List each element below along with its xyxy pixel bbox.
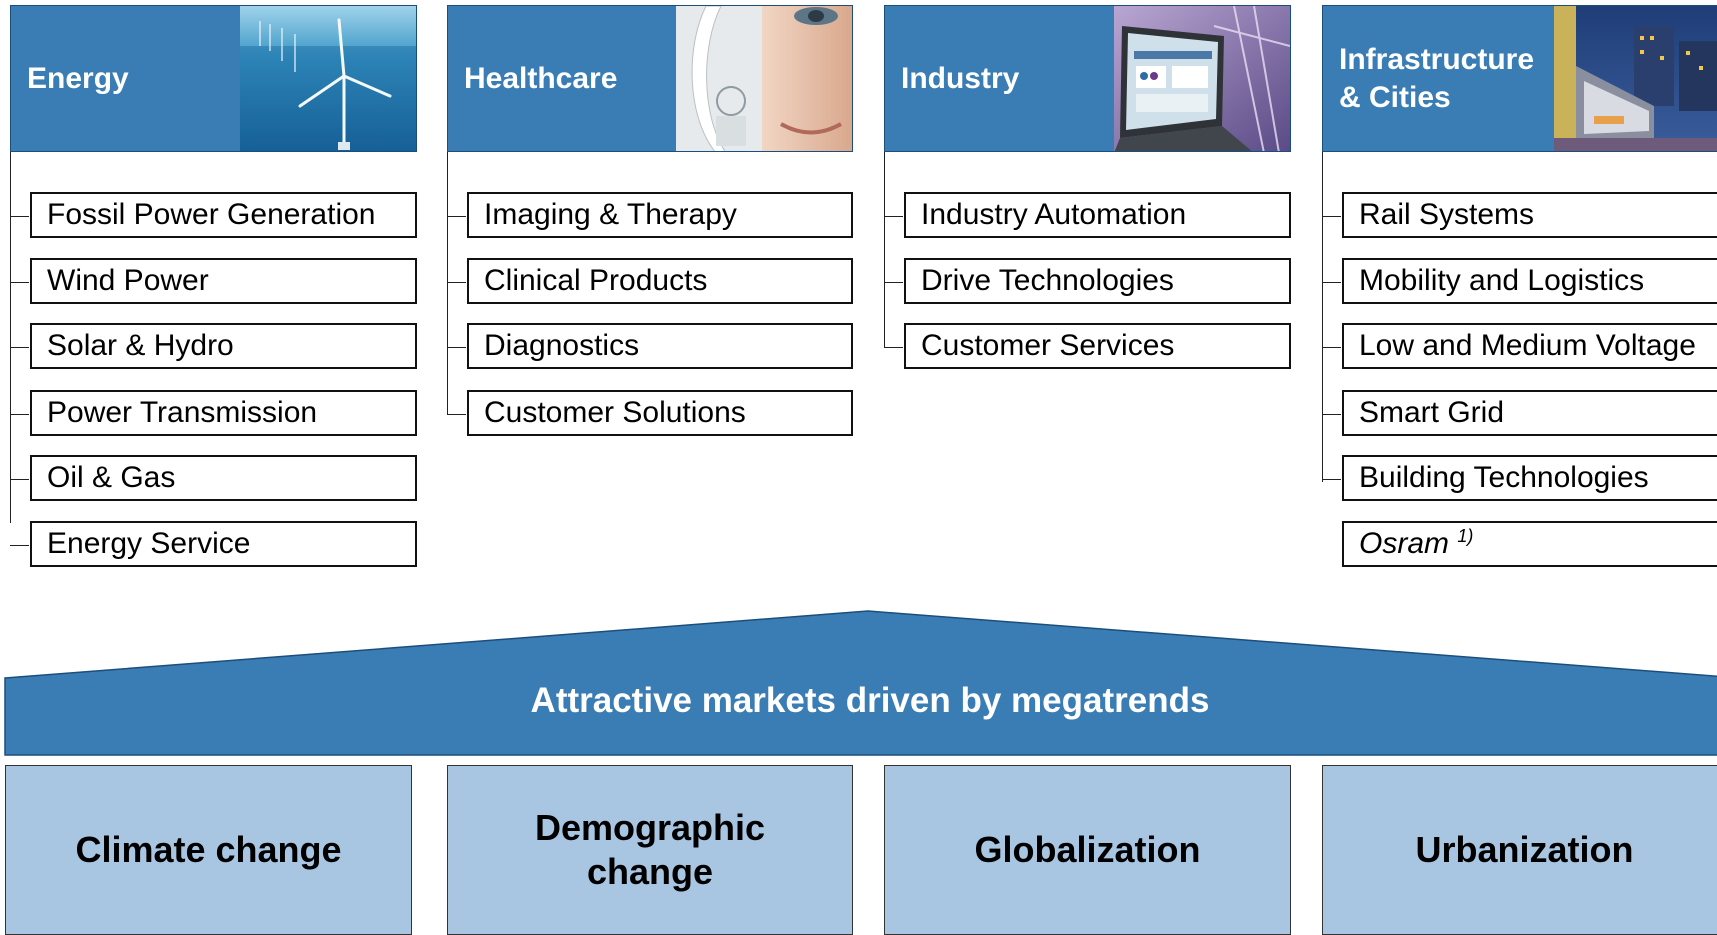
tree-branch [884, 216, 903, 217]
megatrend-label-line-1: Demographic [534, 807, 766, 848]
wind-farm-image [240, 6, 416, 151]
tree-connector [10, 152, 11, 523]
tree-branch [10, 414, 29, 415]
tree-branch [1322, 414, 1341, 415]
business-unit-item: Customer Services [904, 323, 1291, 369]
sector-title: Energy [27, 61, 129, 95]
tree-connector [1322, 152, 1323, 482]
tree-branch [884, 347, 903, 348]
tree-branch [1322, 479, 1341, 480]
sector-title-line-2: & Cities [1339, 80, 1451, 114]
megatrend-label: Urbanization [1415, 828, 1633, 872]
business-unit-item: Low and Medium Voltage [1342, 323, 1717, 369]
roof-label: Attractive markets driven by megatrends [530, 681, 1210, 720]
business-unit-item: Drive Technologies [904, 258, 1291, 304]
tree-branch [447, 216, 466, 217]
tree-connector [447, 152, 448, 415]
business-unit-item: Power Transmission [30, 390, 417, 436]
tree-branch [447, 347, 466, 348]
megatrend-demographic-change: Demographic change [447, 765, 853, 935]
sector-title-line-1: Infrastructure [1339, 42, 1535, 76]
megatrend-label: Globalization [974, 828, 1200, 872]
footnote-marker: 1) [1457, 526, 1474, 546]
business-unit-item: Wind Power [30, 258, 417, 304]
business-unit-item: Mobility and Logistics [1342, 258, 1717, 304]
business-unit-item-osram: Osram 1) [1342, 521, 1717, 567]
sector-header-healthcare: Healthcare [447, 5, 853, 152]
tree-branch [10, 545, 29, 546]
megatrend-label: Climate change [75, 828, 341, 872]
sector-header-energy: Energy [10, 5, 417, 152]
sector-title: Infrastructure & Cities [1339, 6, 1534, 151]
tree-connector [884, 152, 885, 348]
tree-branch [1322, 347, 1341, 348]
megatrend-label-line-1: Globalization [974, 829, 1201, 870]
megatrend-climate-change: Climate change [5, 765, 412, 935]
business-unit-item: Clinical Products [467, 258, 853, 304]
tree-branch [884, 282, 903, 283]
metro-train-city-image [1554, 6, 1717, 151]
tree-branch [10, 282, 29, 283]
osram-label: Osram [1359, 527, 1449, 560]
laptop-factory-image [1114, 6, 1290, 151]
megatrend-label: Demographic change [535, 806, 765, 894]
business-unit-item: Smart Grid [1342, 390, 1717, 436]
business-unit-item: Fossil Power Generation [30, 192, 417, 238]
tree-branch [447, 414, 466, 415]
tree-branch [10, 347, 29, 348]
sector-header-industry: Industry [884, 5, 1291, 152]
business-unit-item: Building Technologies [1342, 455, 1717, 501]
megatrend-label-line-1: Climate change [75, 829, 342, 870]
megatrend-label-line-2: change [586, 851, 714, 892]
megatrend-label-line-1: Urbanization [1415, 829, 1634, 870]
megatrend-urbanization: Urbanization [1322, 765, 1717, 935]
medical-scanner-portrait-image [676, 6, 852, 151]
sector-title: Healthcare [464, 61, 618, 95]
business-unit-item: Oil & Gas [30, 455, 417, 501]
business-unit-item: Energy Service [30, 521, 417, 567]
business-unit-item: Diagnostics [467, 323, 853, 369]
business-unit-item: Industry Automation [904, 192, 1291, 238]
sector-title: Industry [901, 61, 1020, 95]
business-unit-item: Customer Solutions [467, 390, 853, 436]
tree-branch [1322, 282, 1341, 283]
business-unit-item: Solar & Hydro [30, 323, 417, 369]
sector-header-infrastructure-cities: Infrastructure & Cities [1322, 5, 1717, 152]
megatrend-globalization: Globalization [884, 765, 1291, 935]
tree-branch [447, 282, 466, 283]
business-unit-item: Imaging & Therapy [467, 192, 853, 238]
tree-branch [1322, 216, 1341, 217]
tree-branch [10, 216, 29, 217]
business-unit-item: Rail Systems [1342, 192, 1717, 238]
tree-branch [10, 479, 29, 480]
